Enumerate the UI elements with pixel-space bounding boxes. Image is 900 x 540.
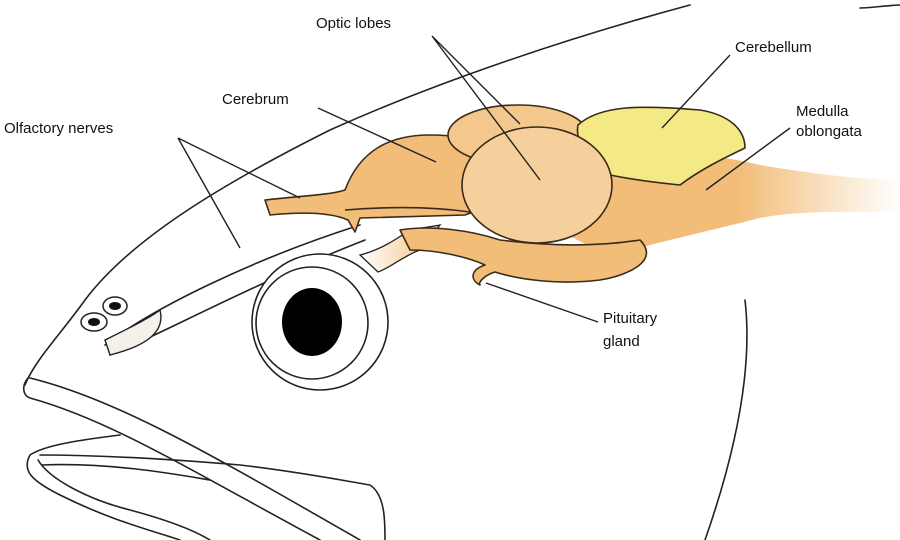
head-outline [24,4,900,540]
label-cerebellum: Cerebellum [735,39,812,56]
nostrils-icon [80,296,128,332]
optic-lobe-front [461,126,613,244]
label-cerebrum: Cerebrum [222,91,289,108]
pupil-icon [282,288,342,356]
brainstem-body [399,227,648,286]
label-optic-lobes: Optic lobes [316,15,391,32]
label-pituitary: Pituitary [603,310,658,327]
olfactory-tract [80,224,366,356]
label-olfactory-nerves: Olfactory nerves [4,120,113,137]
label-medulla: Medulla [796,103,849,120]
jaws [22,377,386,540]
leader-lines [177,35,791,323]
eye [251,253,389,391]
label-gland: gland [603,333,640,350]
brain [264,104,900,286]
label-oblongata: oblongata [796,123,863,140]
